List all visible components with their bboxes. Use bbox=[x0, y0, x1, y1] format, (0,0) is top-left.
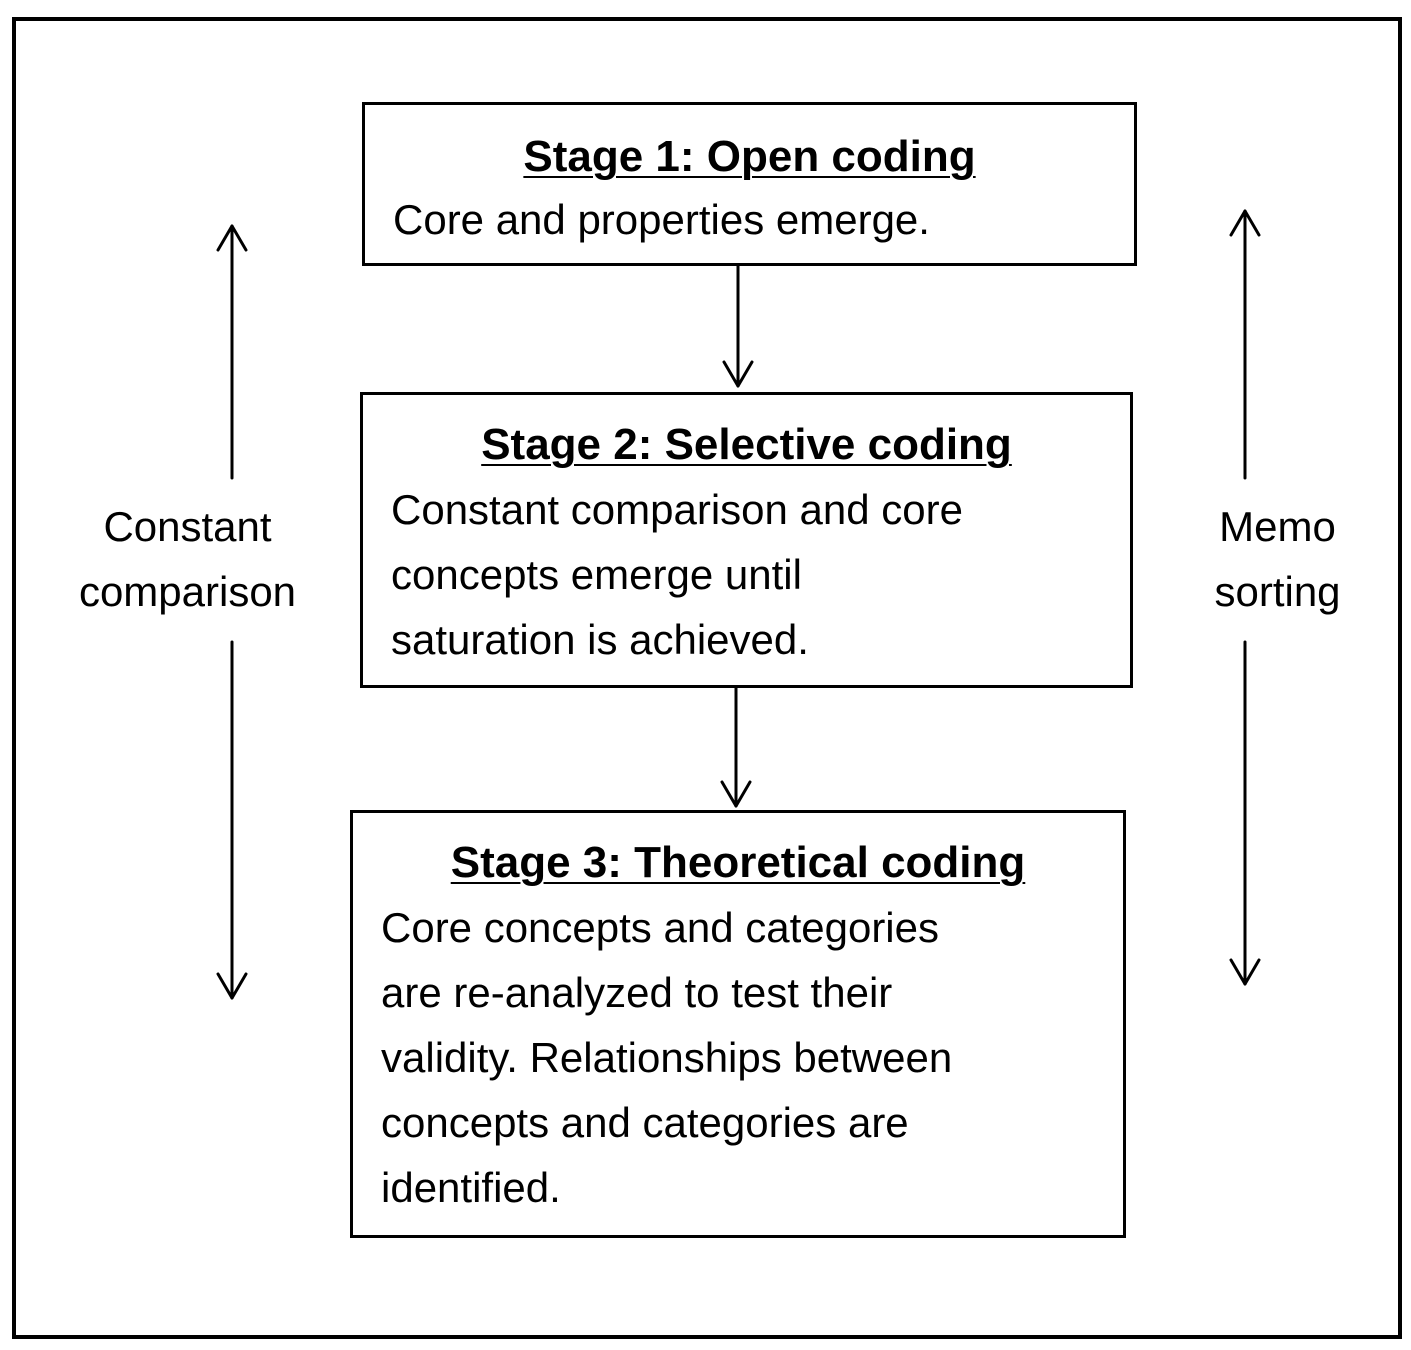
stage-3-description: Core concepts and categories are re-anal… bbox=[381, 904, 953, 1211]
stage-3-title: Stage 3: Theoretical coding bbox=[450, 838, 1026, 887]
stage-1-box: Stage 1: Open coding Core and properties… bbox=[362, 102, 1137, 266]
constant-comparison-label: Constant comparison bbox=[78, 503, 297, 615]
left-double-arrow bbox=[216, 224, 248, 1000]
right-double-arrow bbox=[1229, 209, 1261, 986]
stage-2-title: Stage 2: Selective coding bbox=[481, 420, 1012, 469]
diagram-frame bbox=[12, 17, 1402, 1339]
stage-2-description: Constant comparison and core concepts em… bbox=[391, 486, 963, 663]
arrow-stage1-to-stage2 bbox=[722, 264, 754, 388]
arrow-stage2-to-stage3 bbox=[720, 686, 752, 808]
memo-sorting-label: Memo sorting bbox=[1214, 503, 1341, 615]
stage-3-box: Stage 3: Theoretical coding Core concept… bbox=[350, 810, 1126, 1238]
stage-2-box: Stage 2: Selective coding Constant compa… bbox=[360, 392, 1133, 688]
stage-1-title: Stage 1: Open coding bbox=[523, 132, 976, 181]
stage-1-description: Core and properties emerge. bbox=[393, 196, 930, 243]
